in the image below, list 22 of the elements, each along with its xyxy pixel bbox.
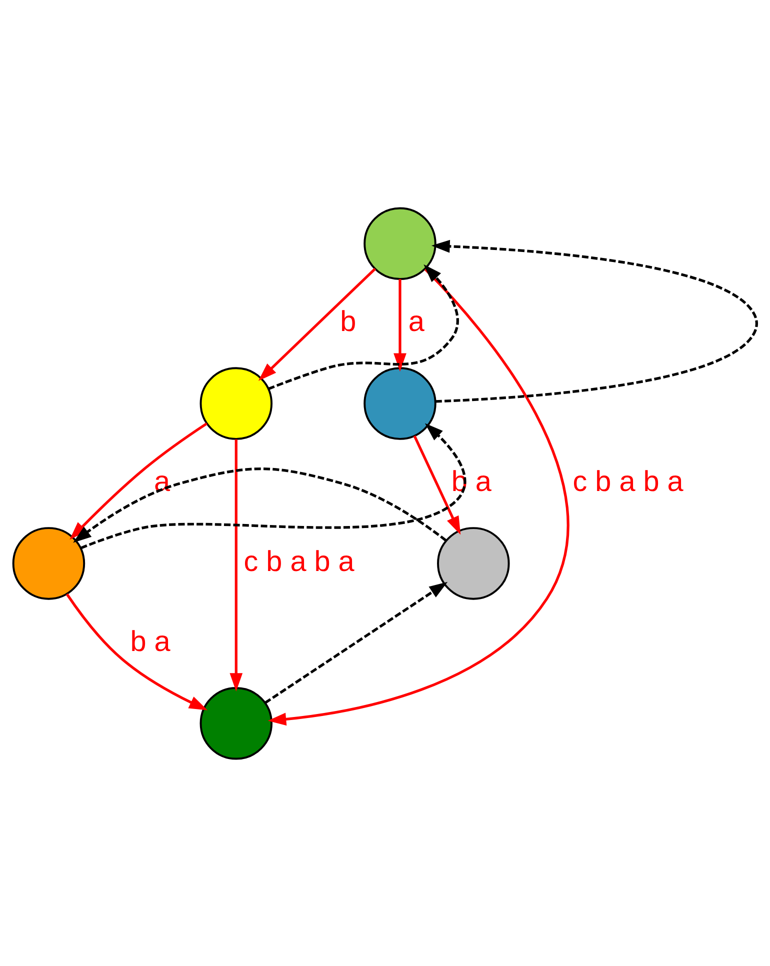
arrow xyxy=(268,268,569,726)
arrow xyxy=(73,467,447,542)
arrow xyxy=(258,267,376,380)
arrow xyxy=(268,264,459,390)
arrow xyxy=(413,434,461,534)
arrow xyxy=(230,438,243,691)
arrow xyxy=(264,581,448,704)
node-circle xyxy=(437,526,510,600)
node-circle xyxy=(200,686,273,760)
node-circle xyxy=(200,366,273,440)
arrow xyxy=(431,239,758,402)
edge-label: b xyxy=(340,305,356,338)
node-circle xyxy=(364,206,436,280)
edge-label: a xyxy=(408,305,424,338)
node-circle xyxy=(12,526,86,600)
arrow xyxy=(80,422,466,549)
arrow xyxy=(394,278,406,372)
edge-label: c b a b a xyxy=(572,465,684,498)
arrow xyxy=(66,592,208,710)
edge-label: c b a b a xyxy=(244,545,354,578)
node-circle xyxy=(364,366,436,440)
edge-label: b a xyxy=(130,625,170,658)
